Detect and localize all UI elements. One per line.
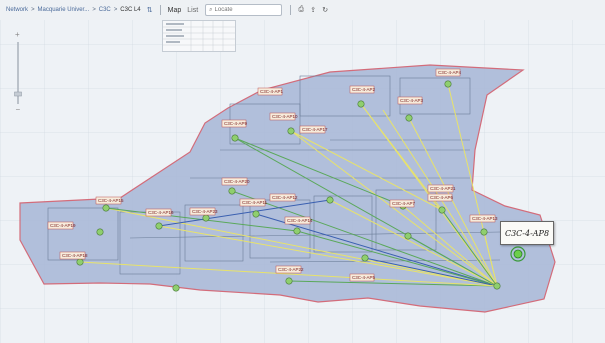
breadcrumb-item-building[interactable]: C3C: [98, 7, 111, 13]
ap-label: C3C-4-AP14: [287, 218, 313, 223]
ap-node[interactable]: [493, 282, 501, 290]
locate-search-input[interactable]: [212, 7, 275, 13]
ap-node[interactable]: [293, 227, 301, 235]
search-icon: ⌕: [209, 6, 213, 13]
ap-label: C3C-4-AP23: [192, 209, 218, 214]
export-icon[interactable]: ⇪: [310, 7, 317, 14]
ap-node[interactable]: [361, 254, 369, 262]
ap-label: C3C-4-AP5: [352, 275, 376, 280]
ap-node[interactable]: [155, 222, 163, 230]
ap-node[interactable]: [480, 228, 488, 236]
refresh-icon[interactable]: ↻: [322, 7, 329, 14]
ap-label: C3C-4-AP13: [472, 216, 498, 221]
ap-label: C3C-4-AP4: [438, 70, 462, 75]
zoom-in-icon: +: [15, 30, 20, 39]
ap-label: C3C-4-AP6: [430, 195, 454, 200]
ap-label: C3C-4-AP1: [260, 89, 284, 94]
ap-node[interactable]: [228, 187, 236, 195]
ap-node[interactable]: [252, 210, 260, 218]
ap-label: C3C-4-AP17: [302, 127, 328, 132]
zoom-handle: [14, 91, 22, 97]
ap-node[interactable]: [357, 100, 365, 108]
ap-label: C3C-4-AP19: [50, 223, 76, 228]
ap-node[interactable]: [285, 277, 293, 285]
ap-node[interactable]: [444, 80, 452, 88]
ap-node[interactable]: [202, 214, 210, 222]
ap-label: C3C-4-AP3: [400, 98, 424, 103]
breadcrumb: Network > Macquarie Univer... > C3C > C3…: [6, 7, 153, 14]
selected-ap-callout: C3C-4-AP8: [500, 221, 554, 245]
floor-stepper-icon[interactable]: ⇅: [146, 7, 153, 14]
zoom-out-icon: −: [16, 105, 21, 114]
ap-node[interactable]: [326, 196, 334, 204]
print-icon[interactable]: ⎙: [298, 6, 304, 13]
ap-label: C3C-4-AP20: [224, 179, 250, 184]
ap-node[interactable]: [438, 206, 446, 214]
ap-node[interactable]: [405, 114, 413, 122]
locate-search-box[interactable]: ⌕: [205, 4, 283, 16]
ap-node[interactable]: [76, 258, 84, 266]
ap-node[interactable]: [231, 134, 239, 142]
info-table-panel: [162, 20, 236, 52]
map-view-button[interactable]: Map: [167, 6, 182, 14]
ap-label: C3C-4-AP12: [272, 195, 298, 200]
ap-label: C3C-4-AP7: [392, 201, 416, 206]
zoom-slider[interactable]: + −: [13, 30, 23, 114]
breadcrumb-item-campus[interactable]: Macquarie Univer...: [37, 7, 90, 13]
ap-label: C3C-4-AP22: [278, 267, 304, 272]
breadcrumb-item-floor[interactable]: C3C L4: [120, 7, 141, 13]
ap-label: C3C-4-AP18: [62, 253, 88, 258]
ap-label: C3C-4-AP21: [430, 186, 456, 191]
ap-node[interactable]: [102, 204, 110, 212]
ap-label: C3C-4-AP10: [272, 114, 298, 119]
ap-node[interactable]: [404, 232, 412, 240]
ap-labels: C3C-4-AP1 C3C-4-AP2 C3C-4-AP3 C3C-4-AP4 …: [47, 68, 498, 282]
ap-node[interactable]: [172, 284, 180, 292]
ap-label: C3C-4-AP16: [148, 210, 174, 215]
ap-label: C3C-4-AP2: [352, 87, 376, 92]
ap-label: C3C-4-AP11: [242, 200, 268, 205]
ap-label: C3C-4-AP9: [224, 121, 248, 126]
selected-ap-marker[interactable]: [510, 246, 526, 262]
top-toolbar: Network > Macquarie Univer... > C3C > C3…: [0, 0, 605, 21]
ap-label: C3C-4-AP15: [98, 198, 124, 203]
floor-plan-map[interactable]: C3C-4-AP1 C3C-4-AP2 C3C-4-AP3 C3C-4-AP4 …: [0, 20, 605, 343]
breadcrumb-item-network[interactable]: Network: [6, 7, 29, 13]
list-view-button[interactable]: List: [187, 6, 199, 14]
ap-node[interactable]: [287, 127, 295, 135]
ap-node[interactable]: [96, 228, 104, 236]
